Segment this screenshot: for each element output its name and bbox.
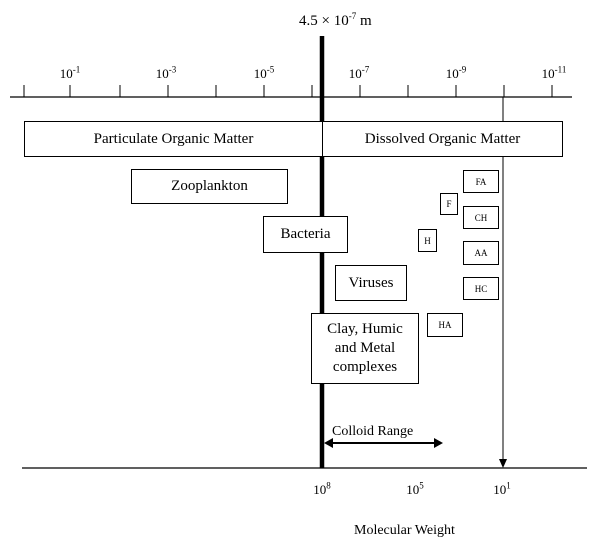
colloid-range-label: Colloid Range <box>332 424 414 439</box>
top-tick-label: 10-9 <box>445 64 467 81</box>
zooplankton-box: Zooplankton <box>131 169 288 204</box>
bottom-tick-label: 105 <box>406 480 424 497</box>
clay-humic-metal-box: Clay, Humic and Metal complexes <box>311 313 419 384</box>
top-tick-label: 10-5 <box>253 64 275 81</box>
top-tick-label: 10-11 <box>541 64 567 81</box>
top-axis-ticks <box>23 85 553 97</box>
colloid-arrow-right-head <box>434 438 443 448</box>
molecular-weight-label: Molecular Weight <box>354 523 455 538</box>
h-box: H <box>418 229 437 252</box>
dissolved-organic-matter-band: Dissolved Organic Matter <box>322 121 563 157</box>
bacteria-box: Bacteria <box>263 216 348 253</box>
size-boundary-label: 4.5 × 10-7 m <box>299 11 372 30</box>
hc-box: HC <box>463 277 499 300</box>
low-mw-arrow-head <box>499 459 507 468</box>
top-tick-label: 10-7 <box>348 64 370 81</box>
particulate-organic-matter-band: Particulate Organic Matter <box>24 121 323 157</box>
bottom-tick-label: 108 <box>313 480 331 497</box>
ha-box: HA <box>427 313 463 337</box>
viruses-box: Viruses <box>335 265 407 301</box>
bottom-tick-label: 101 <box>493 480 511 497</box>
top-tick-label: 10-3 <box>155 64 177 81</box>
aa-box: AA <box>463 241 499 265</box>
colloid-arrow-left-head <box>324 438 333 448</box>
fa-box: FA <box>463 170 499 193</box>
top-tick-label: 10-1 <box>59 64 81 81</box>
f-box: F <box>440 193 458 215</box>
ch-box: CH <box>463 206 499 229</box>
